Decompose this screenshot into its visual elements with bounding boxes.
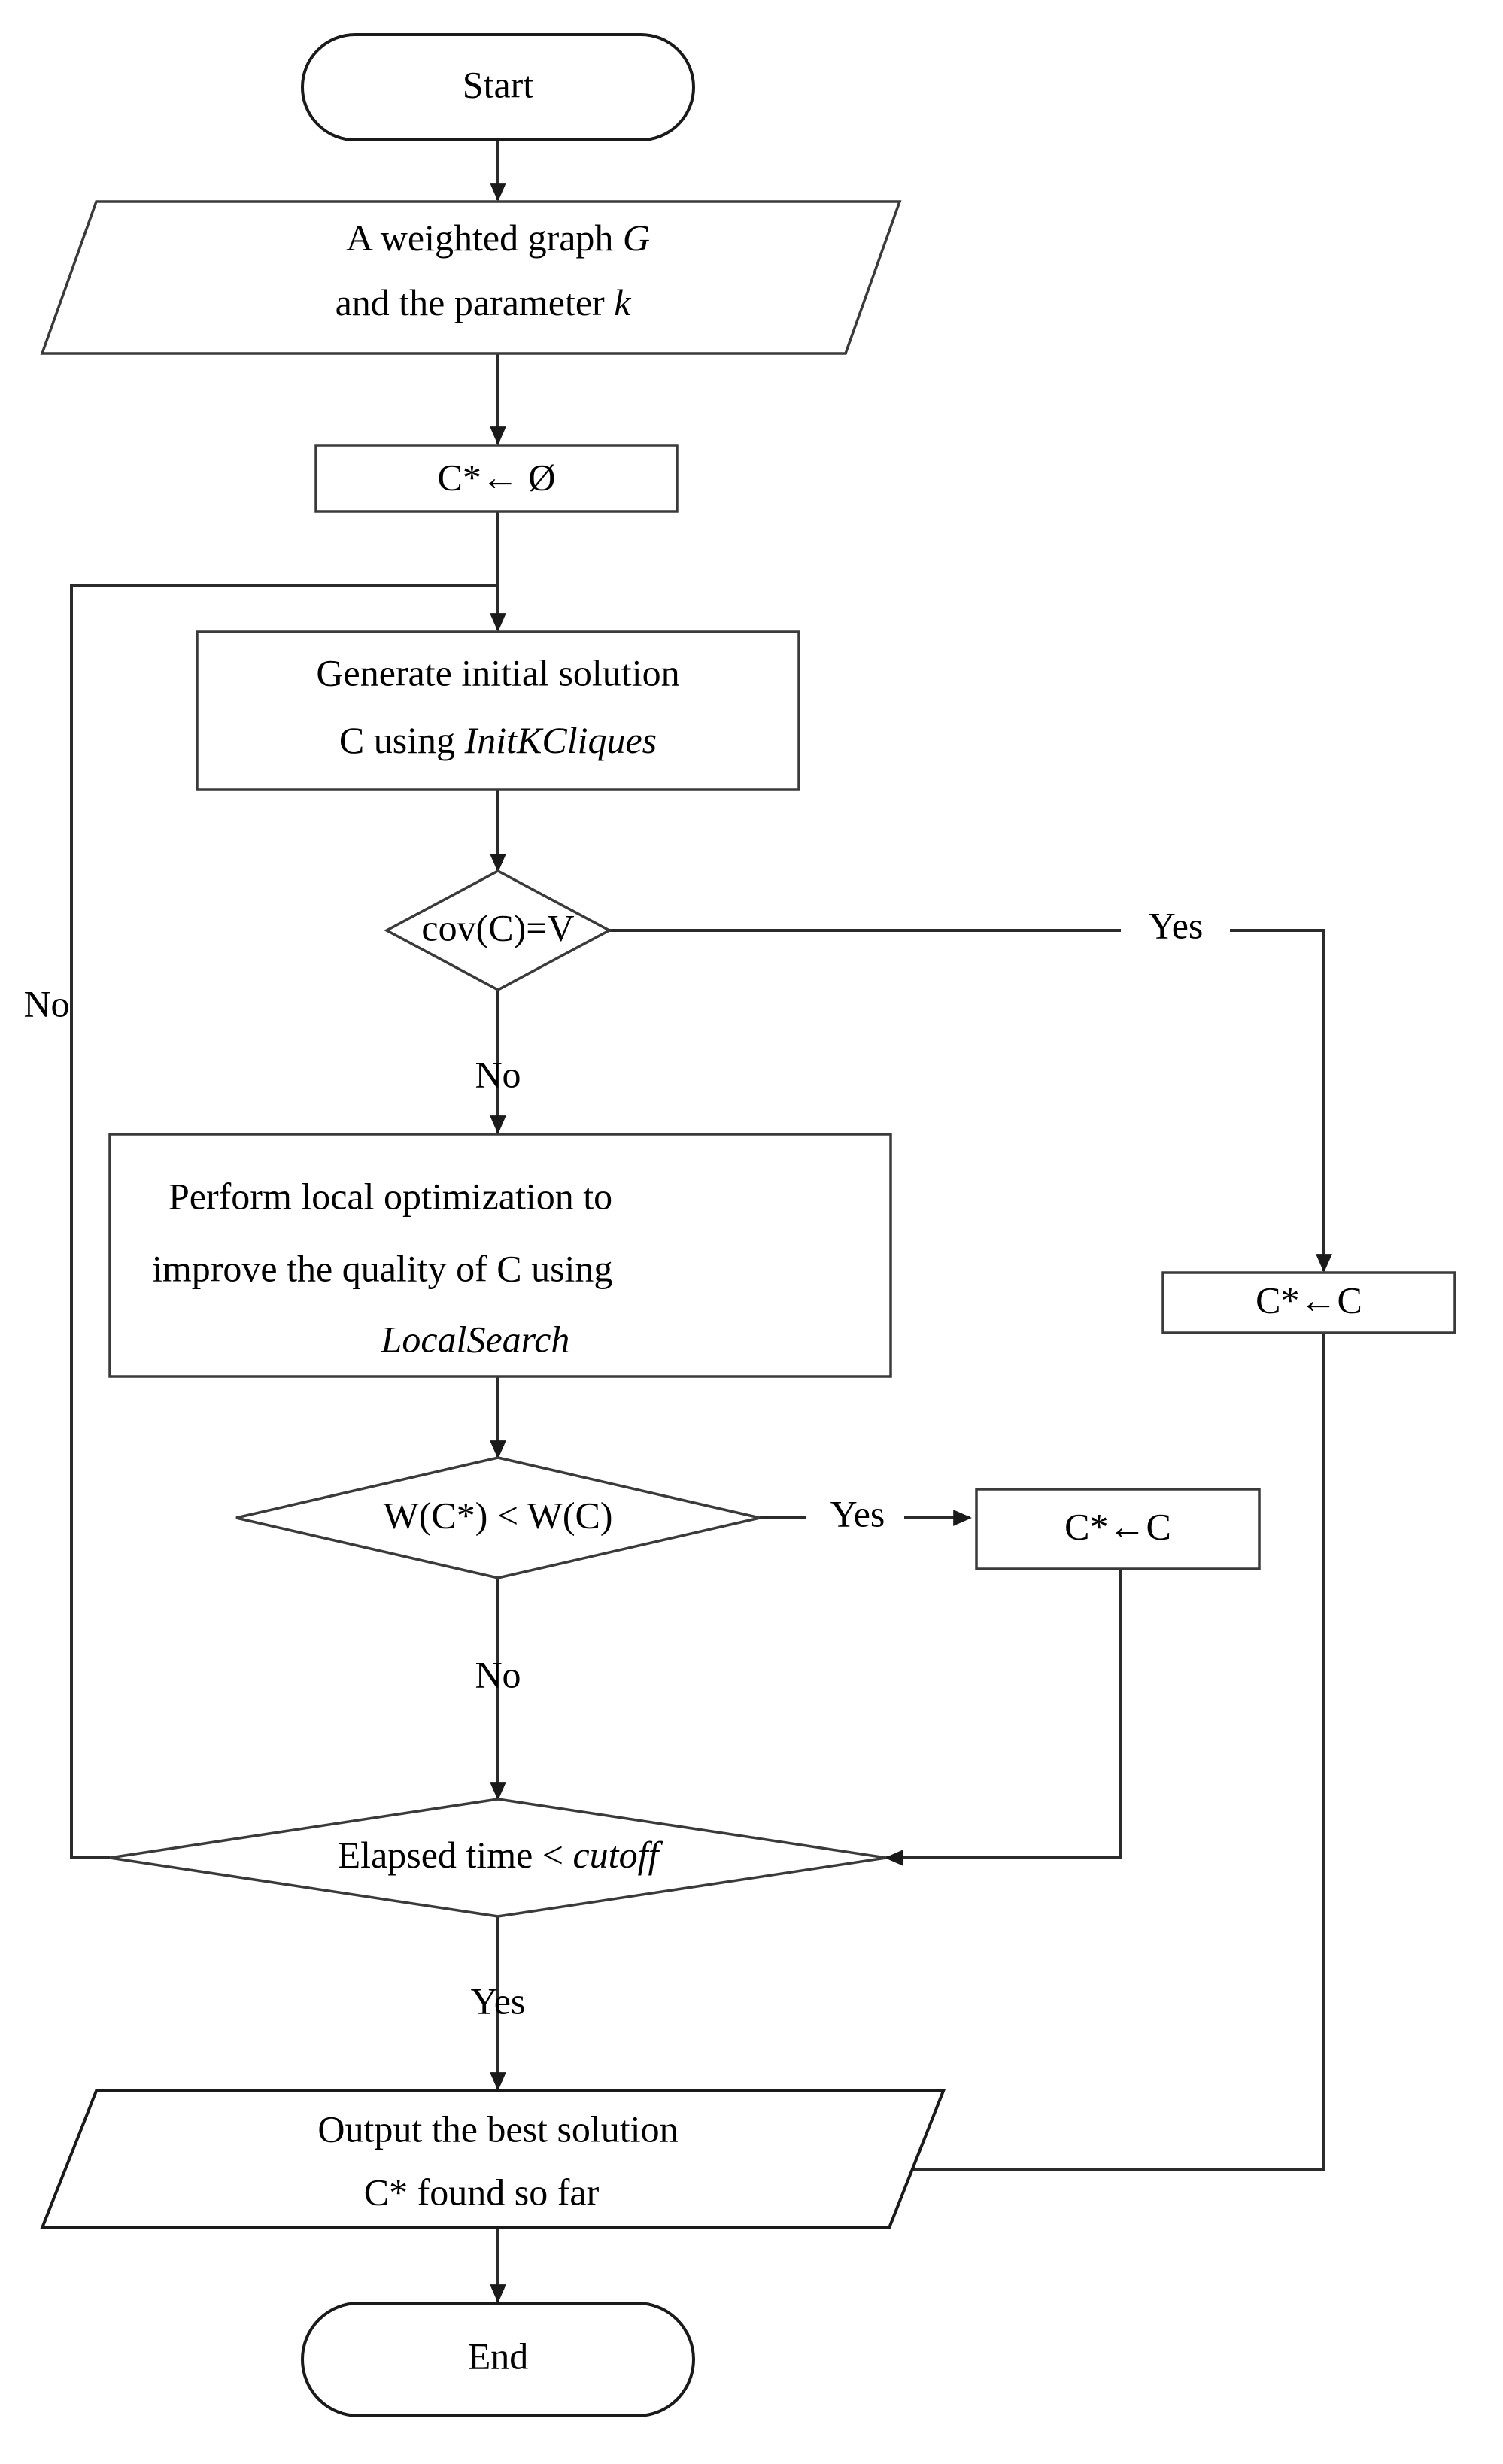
node-elapsed-label: Elapsed time < cutoff [338,1834,663,1876]
node-init-cstar-empty[interactable]: C*← Ø [314,444,679,513]
edge-assignmid-to-elapsed [885,1569,1122,1866]
node-assign-cstar-top[interactable]: C*←C [1161,1271,1456,1334]
edge-cov-yes-right-segment-b [1230,929,1332,1273]
node-decision-cov[interactable]: cov(C)=V [384,869,612,991]
edge-label-elapsed-yes: Yes [471,1980,526,2022]
edge-label-cov-yes: Yes [1149,904,1204,946]
edge-assigntop-to-output [888,1333,1325,2177]
node-assign-top-label: C*←C [1256,1279,1362,1321]
node-output[interactable]: Output the best solution C* found so far [40,2089,946,2229]
node-cov-label: cov(C)=V [421,906,574,948]
edge-elapsed-no-loopback [70,584,498,1859]
node-start[interactable]: Start [301,33,695,141]
node-local-optimization[interactable]: Perform local optimization to improve th… [108,1133,892,1378]
edge-label-elapsed-no: No [23,982,69,1024]
edge-label-cmp-no: No [475,1653,521,1695]
node-assign-cstar-mid[interactable]: C*←C [975,1488,1261,1570]
node-assign-mid-label: C*←C [1064,1505,1171,1547]
node-generate-line2: C using InitKCliques [339,719,657,761]
node-start-label: Start [463,63,534,105]
node-input-line2: and the parameter k [336,281,632,323]
node-output-line2: C* found so far [364,2171,600,2213]
edge-label-cmp-yes: Yes [830,1492,885,1534]
node-local-line2: improve the quality of C using [152,1247,612,1289]
node-end-label: End [468,2335,529,2377]
node-cmp-label: W(C*) < W(C) [384,1494,613,1536]
node-local-line1: Perform local optimization to [169,1175,612,1217]
node-input-line1: A weighted graph G [346,217,650,259]
node-init-label: C*← Ø [438,456,556,498]
node-decision-weight-compare[interactable]: W(C*) < W(C) [235,1456,761,1579]
node-end[interactable]: End [301,2302,695,2417]
edge-label-cov-no: No [475,1053,521,1095]
node-input[interactable]: A weighted graph G and the parameter k [40,200,902,355]
node-generate-line1: Generate initial solution [316,651,679,693]
node-output-line1: Output the best solution [317,2107,678,2150]
node-generate-initial-solution[interactable]: Generate initial solution C using InitKC… [196,630,800,791]
node-local-line3: LocalSearch [381,1318,570,1360]
node-decision-elapsed-time[interactable]: Elapsed time < cutoff [109,1798,887,1918]
